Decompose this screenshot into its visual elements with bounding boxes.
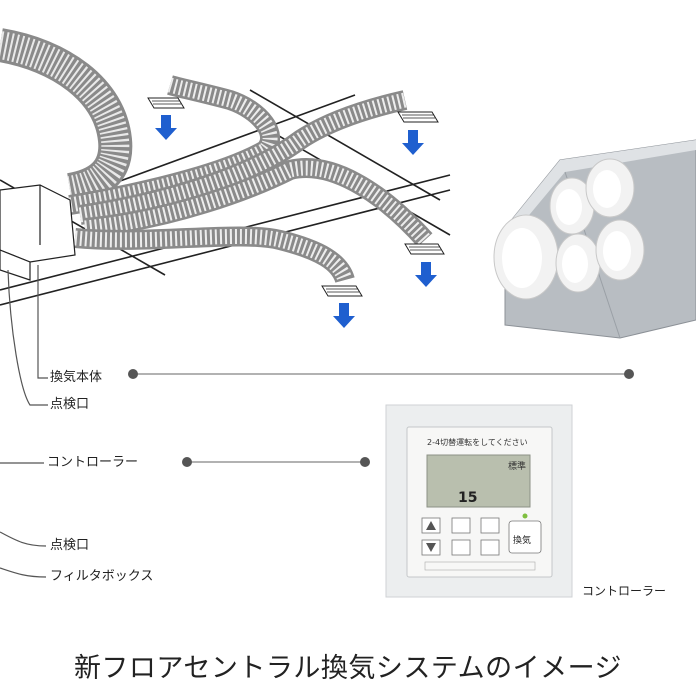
arrow-glyphs <box>426 521 436 552</box>
grille-icon <box>147 97 445 297</box>
label-filter-box: フィルタボックス <box>50 569 154 584</box>
controller-instruction: 2-4切替運転をしてください <box>427 438 528 447</box>
branch-ducts <box>68 75 433 284</box>
vent-button-label: 換気 <box>513 536 532 546</box>
main-duct <box>0 28 133 207</box>
main-unit-photo <box>493 139 696 339</box>
figure-caption: 新フロアセントラル換気システムのイメージ <box>73 653 623 684</box>
label-inspection-port-1: 点検口 <box>50 397 90 412</box>
indicator-led <box>522 513 528 519</box>
label-inspection-port-2: 点検口 <box>50 538 90 553</box>
label-main-unit: 換気本体 <box>50 370 103 385</box>
label-controller: コントローラー <box>47 455 139 470</box>
connector-lines <box>128 369 634 467</box>
leader-dot-icon <box>128 369 138 379</box>
grille-slats <box>152 100 441 293</box>
airflow-arrow-icon <box>155 115 437 328</box>
controller-readout: 15 <box>458 490 478 506</box>
controller-mode: 標準 <box>508 462 527 472</box>
leader-lines <box>0 265 48 578</box>
controller-photo <box>385 404 573 598</box>
controller-photo-caption: コントローラー <box>582 584 667 598</box>
